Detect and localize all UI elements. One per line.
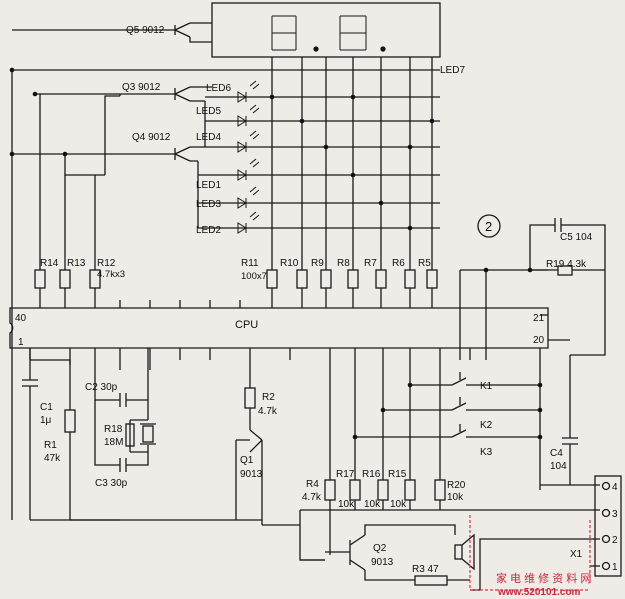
label-q3: Q3 9012 [122, 82, 161, 93]
led-array [198, 80, 440, 234]
label-c1: C1 [40, 402, 53, 413]
transistor-q5 [174, 22, 191, 38]
label-r1-value: 47k [44, 453, 61, 464]
segment-lines [271, 57, 433, 268]
bottom-bus [11, 70, 600, 561]
label-r11: R11 [241, 258, 259, 269]
label-r11-value: 100x7 [241, 271, 267, 282]
label-x1-pin2: 2 [612, 535, 618, 546]
label-k1: K1 [480, 381, 493, 392]
label-r12: R12 [97, 258, 116, 269]
capacitor-c4 [562, 355, 578, 485]
transistor-q1 [235, 385, 263, 525]
label-pin21: 21 [533, 313, 545, 324]
figure-number: 2 [485, 219, 492, 234]
label-r4: R4 [306, 479, 319, 490]
figure-number-circle [477, 214, 501, 238]
label-r4-value: 4.7k [302, 492, 322, 503]
label-led3: LED3 [196, 199, 221, 210]
label-q4: Q4 9012 [132, 132, 171, 143]
label-x1: X1 [570, 549, 583, 560]
label-r13: R13 [67, 258, 86, 269]
reset-circuit [22, 348, 76, 520]
label-r5: R5 [418, 258, 431, 269]
label-q1-type: 9013 [240, 469, 263, 480]
label-r20: R20 [447, 480, 466, 491]
label-r1: R1 [44, 440, 57, 451]
label-c1-value: 1μ [40, 415, 52, 426]
transistor-q2 [325, 524, 470, 586]
label-led2: LED2 [196, 225, 221, 236]
label-r9: R9 [311, 258, 324, 269]
label-q2: Q2 [373, 543, 387, 554]
label-q1: Q1 [240, 455, 254, 466]
label-x1-pin3: 3 [612, 509, 618, 520]
label-cpu: CPU [235, 319, 258, 331]
label-r3: R3 47 [412, 564, 439, 575]
label-pin40: 40 [15, 313, 27, 324]
label-r6: R6 [392, 258, 405, 269]
label-r20-value: 10k [447, 492, 464, 503]
label-q2-type: 9013 [371, 557, 394, 568]
keys [352, 372, 543, 440]
watermark-url: www.520101.com [497, 587, 581, 598]
label-led6: LED6 [206, 83, 231, 94]
label-r7: R7 [364, 258, 377, 269]
watermark-text: 家 电 维 修 资 料 网 [496, 571, 591, 585]
junction-dots [9, 67, 435, 231]
label-c5: C5 104 [560, 232, 593, 243]
label-k3: K3 [480, 447, 493, 458]
transistor-q3 [174, 86, 191, 102]
transistor-q4 [174, 146, 191, 162]
label-r17-value: 10k [338, 499, 355, 510]
label-r18: R18 [104, 424, 123, 435]
label-pin20: 20 [533, 335, 545, 346]
label-r16-value: 10k [364, 499, 381, 510]
top-wiring [12, 22, 440, 228]
connector-x1 [469, 475, 622, 591]
label-c4: C4 [550, 448, 563, 459]
label-k2: K2 [480, 420, 493, 431]
label-pin1: 1 [18, 337, 24, 348]
label-led7: LED7 [440, 65, 465, 76]
label-r10: R10 [280, 258, 299, 269]
label-r15: R15 [388, 469, 407, 480]
label-led5: LED5 [196, 106, 221, 117]
label-r2-value: 4.7k [258, 406, 278, 417]
resistor-row [34, 94, 438, 308]
label-r15-value: 10k [390, 499, 407, 510]
label-r14: R14 [40, 258, 59, 269]
label-r8: R8 [337, 258, 350, 269]
label-r16: R16 [362, 469, 381, 480]
label-q5: Q5 9012 [126, 25, 165, 36]
seven-segment-display [211, 2, 441, 58]
label-r2: R2 [262, 392, 275, 403]
label-led1: LED1 [196, 180, 221, 191]
feedback-network [459, 218, 606, 490]
label-led4: LED4 [196, 132, 221, 143]
label-r17: R17 [336, 469, 355, 480]
label-c3: C3 30p [95, 478, 128, 489]
label-r19: R19 4.3k [546, 259, 587, 270]
label-c4-value: 104 [550, 461, 567, 472]
label-x1-pin1: 1 [612, 562, 618, 573]
label-c2: C2 30p [85, 382, 118, 393]
oscillator-circuit [94, 348, 156, 472]
label-r18-value: 18M [104, 437, 123, 448]
speaker-icon [454, 533, 475, 571]
label-r12-value: 4.7kx3 [97, 269, 125, 280]
label-x1-pin4: 4 [612, 482, 618, 493]
